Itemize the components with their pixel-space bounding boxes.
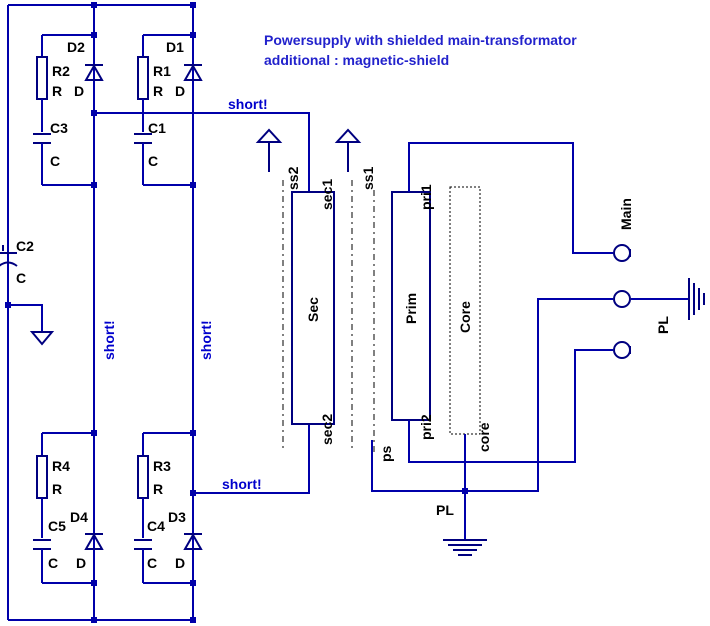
pl-label-bottom: PL <box>436 502 454 518</box>
neutral-connector[interactable] <box>613 341 631 359</box>
sec1-pin: sec1 <box>319 179 335 210</box>
d4-value: D <box>76 555 86 571</box>
c2-value: C <box>16 270 26 286</box>
resistor-r1[interactable] <box>137 35 149 132</box>
ground-right <box>688 278 705 320</box>
ground-left <box>8 304 55 346</box>
r4-value: R <box>52 481 62 497</box>
capacitor-c1[interactable] <box>134 133 152 185</box>
r4-name: R4 <box>52 458 70 474</box>
pl-label-right: PL <box>655 316 671 334</box>
resistor-r3[interactable] <box>137 433 149 538</box>
shield-ss1[interactable] <box>334 128 362 172</box>
capacitor-c4[interactable] <box>134 539 152 583</box>
bridge-wiring <box>7 4 310 621</box>
r2-value: R <box>52 83 62 99</box>
capacitor-c5[interactable] <box>33 539 51 583</box>
r3-name: R3 <box>153 458 171 474</box>
ss1-label: ss1 <box>360 166 376 190</box>
short-label-left: short! <box>101 320 117 360</box>
c3-value: C <box>50 153 60 169</box>
d1-name: D1 <box>166 39 184 55</box>
diode-d2[interactable] <box>84 63 104 81</box>
c4-name: C4 <box>147 518 165 534</box>
pe-connector[interactable] <box>613 290 631 308</box>
secondary-winding[interactable] <box>291 191 335 425</box>
r3-value: R <box>153 481 163 497</box>
d1-value: D <box>175 83 185 99</box>
c2-name: C2 <box>16 238 34 254</box>
core-pin: core <box>476 422 492 452</box>
ps-label: ps <box>378 445 394 462</box>
d3-name: D3 <box>168 509 186 525</box>
main-label: Main <box>618 198 634 230</box>
title-line-1: Powersupply with shielded main-transform… <box>264 32 577 48</box>
core-label: Core <box>457 301 473 333</box>
c4-value: C <box>147 555 157 571</box>
short-label-bottom: short! <box>222 476 262 492</box>
resistor-r2[interactable] <box>36 35 48 132</box>
pri2-pin: pri2 <box>418 414 434 440</box>
diode-d1[interactable] <box>183 63 203 81</box>
c5-value: C <box>48 555 58 571</box>
main-connector[interactable] <box>613 244 631 262</box>
resistor-r4[interactable] <box>36 433 48 538</box>
c5-name: C5 <box>48 518 66 534</box>
sec-label: Sec <box>305 297 321 322</box>
d4-name: D4 <box>70 509 88 525</box>
c3-name: C3 <box>50 120 68 136</box>
primary-wiring <box>371 142 689 540</box>
ground-bottom <box>443 539 487 556</box>
d2-name: D2 <box>67 39 85 55</box>
short-label-right: short! <box>198 320 214 360</box>
ss2-label: ss2 <box>285 166 301 190</box>
pri1-pin: pri1 <box>418 184 434 210</box>
diode-d4[interactable] <box>84 532 104 550</box>
title-line-2: additional : magnetic-shield <box>264 52 449 68</box>
primary-winding[interactable] <box>391 191 431 421</box>
capacitor-c3[interactable] <box>33 133 51 185</box>
r2-name: R2 <box>52 63 70 79</box>
c1-value: C <box>148 153 158 169</box>
d3-value: D <box>175 555 185 571</box>
r1-name: R1 <box>153 63 171 79</box>
prim-label: Prim <box>403 293 419 324</box>
sec2-pin: sec2 <box>319 414 335 445</box>
r1-value: R <box>153 83 163 99</box>
diode-d3[interactable] <box>183 532 203 550</box>
capacitor-c2[interactable] <box>0 245 18 267</box>
shield-ss2[interactable] <box>255 128 283 172</box>
short-label-top: short! <box>228 96 268 112</box>
d2-value: D <box>74 83 84 99</box>
c1-name: C1 <box>148 120 166 136</box>
